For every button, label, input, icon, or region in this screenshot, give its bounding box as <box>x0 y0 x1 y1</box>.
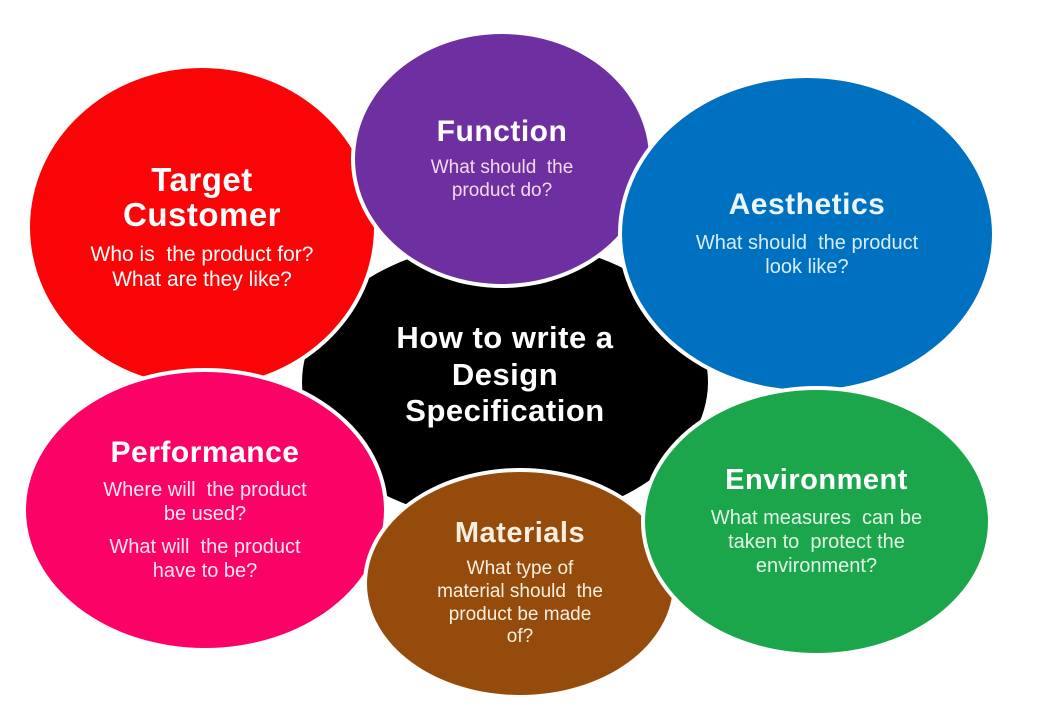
bubble-title: Performance <box>110 435 300 469</box>
bubble-environment: Environment What measures can be taken t… <box>641 386 992 657</box>
bubble-body-secondary: What will the product have to be? <box>109 536 301 583</box>
bubble-body: What should the product do? <box>430 156 574 201</box>
bubble-body: What measures can be taken to protect th… <box>710 506 923 577</box>
center-title: How to write a Design Specification <box>396 320 614 429</box>
bubble-title: Function <box>436 114 568 148</box>
bubble-body: Who is the product for? What are they li… <box>90 242 314 292</box>
bubble-body: What type of material should the product… <box>437 558 603 648</box>
bubble-title: Materials <box>454 516 586 549</box>
bubble-function: Function What should the product do? <box>351 30 653 288</box>
bubble-performance: Performance Where will the product be us… <box>22 368 388 652</box>
bubble-materials: Materials What type of material should t… <box>363 468 677 699</box>
bubble-body: Where will the product be used? <box>103 479 307 526</box>
bubble-body: What should the product look like? <box>695 231 919 278</box>
bubble-title: Aesthetics <box>728 188 886 222</box>
bubble-aesthetics: Aesthetics What should the product look … <box>618 74 996 394</box>
bubble-title: Target Customer <box>122 160 282 234</box>
bubble-target-customer: Target Customer Who is the product for? … <box>26 64 378 390</box>
bubble-title: Environment <box>725 464 908 497</box>
